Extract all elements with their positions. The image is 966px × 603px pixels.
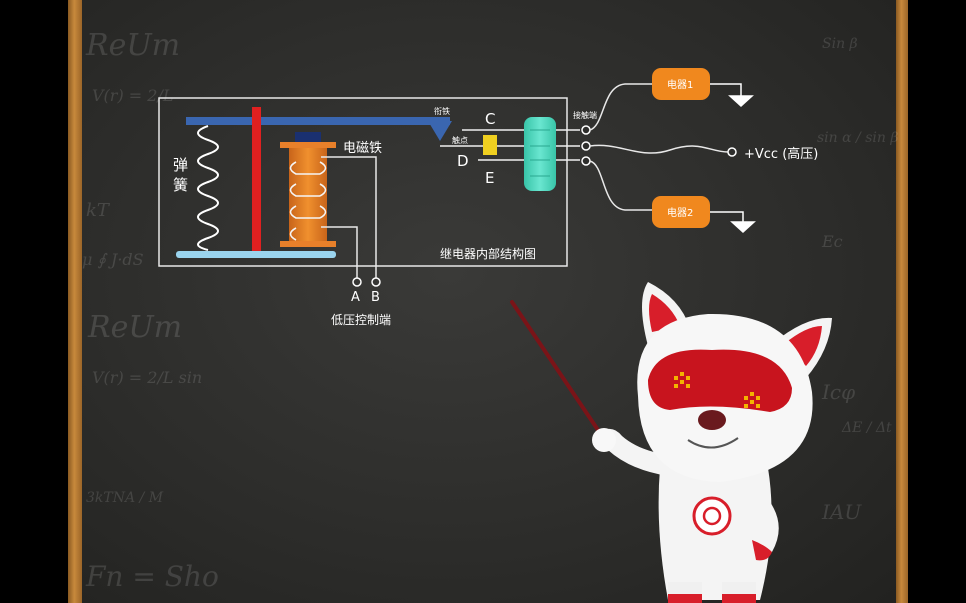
ground-symbol-1: [710, 83, 754, 108]
vcc-label: +Vcc (高压): [744, 146, 818, 162]
armature-label: 衔铁: [434, 106, 450, 116]
chalk-formula: Fn = Sho: [86, 560, 219, 593]
chalk-formula: kT: [86, 200, 109, 221]
mascot-shoe-left: [668, 594, 702, 603]
right-letterbox: [908, 0, 966, 603]
chalk-formula: V(r) = 2/L: [92, 86, 174, 105]
coil-flange-bottom: [280, 241, 336, 247]
appliance-1-label: 电器1: [667, 78, 693, 91]
vcc-terminal: [727, 147, 737, 157]
appliance-2-label: 电器2: [667, 206, 693, 219]
contact-terminal-c: [581, 125, 591, 135]
mascot-shoe-right: [722, 594, 756, 603]
chalk-formula: Sin β: [822, 36, 858, 52]
wire-to-appliance-1: [589, 83, 652, 131]
chalk-formula: μ ∮ J·dS: [82, 250, 144, 269]
red-pole: [252, 107, 261, 251]
armature-bar: [186, 117, 450, 125]
pointer-stick: [510, 300, 604, 438]
coil-lead-a: [321, 226, 358, 278]
terminal-e-label: E: [485, 169, 494, 187]
mascot-nose: [698, 410, 726, 430]
mascot-hand: [592, 428, 616, 452]
diagram-title: 继电器内部结构图: [440, 246, 536, 261]
coil-lead-b: [321, 156, 377, 278]
contact-terminals-label: 接触端: [573, 110, 597, 120]
mascot-badge-ring: [702, 506, 722, 526]
armature-contact-tip: [428, 121, 452, 141]
mascot-badge: [692, 496, 732, 536]
mascot-arm-left: [600, 428, 676, 476]
relay-housing: [158, 97, 568, 267]
mascot-ear-right-inner: [784, 326, 822, 366]
chalk-formula: IAU: [822, 500, 862, 524]
board-frame-left: [68, 0, 82, 603]
spring-label-1: 弹: [173, 156, 188, 174]
chalk-formula: ReUm: [86, 28, 181, 63]
left-letterbox: [0, 0, 68, 603]
spring-label-2: 簧: [173, 176, 188, 194]
wire-to-appliance-2: [589, 160, 652, 211]
board-frame-right: [896, 0, 908, 603]
terminal-b: [371, 277, 381, 287]
chalk-formula: Icφ: [822, 380, 856, 404]
base-bar: [176, 251, 336, 258]
contact-terminal-common: [581, 141, 591, 151]
chalk-formula: V(r) = 2/L sin: [92, 368, 203, 387]
electromagnet-label: 电磁铁: [343, 141, 382, 156]
chalk-formula: 3kTNA / M: [86, 490, 164, 506]
contact-terminal-e: [581, 156, 591, 166]
mascot-eyes: [674, 372, 760, 408]
electromagnet-coil: [289, 148, 327, 241]
terminal-a-label: A: [351, 290, 360, 305]
ground-symbol-2: [710, 211, 756, 234]
terminal-b-label: B: [371, 290, 380, 305]
coil-flange-top: [280, 142, 336, 148]
terminal-c-label: C: [485, 110, 495, 128]
terminal-d-label: D: [457, 152, 469, 170]
appliance-2-box: [652, 196, 710, 228]
magnet-core-top: [295, 132, 321, 142]
contact-block: [483, 135, 497, 155]
mascot-arm-right: [744, 490, 779, 556]
mascot-arm-cuff: [752, 540, 772, 561]
mascot-mouth: [687, 437, 739, 449]
terminal-a: [352, 277, 362, 287]
mascot-image: [510, 282, 832, 603]
chalk-formula: Ec: [822, 232, 843, 251]
chalk-formula: sin α / sin β: [817, 130, 899, 146]
terminal-connector: [524, 117, 556, 191]
appliance-1-box: [652, 68, 710, 100]
coil-windings: [289, 161, 327, 241]
contact-label: 触点: [452, 135, 468, 145]
low-voltage-label: 低压控制端: [331, 313, 391, 327]
chalk-formula: ΔE / Δt: [842, 420, 892, 436]
chalk-formula: ReUm: [88, 310, 183, 345]
wire-to-vcc: [589, 144, 729, 154]
spring-coil: [197, 125, 219, 251]
